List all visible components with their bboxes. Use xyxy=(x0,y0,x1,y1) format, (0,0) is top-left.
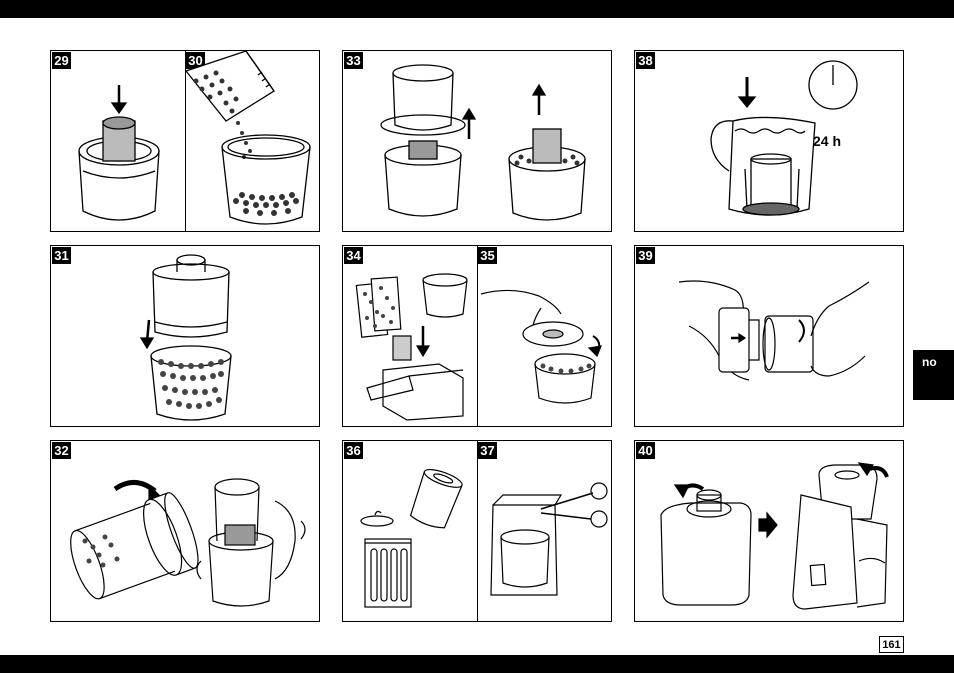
panel-step-39: 39 xyxy=(634,245,904,427)
illustration-reassemble-humidifier xyxy=(651,455,897,615)
language-code: no xyxy=(922,355,937,369)
illustration-lift-filter-housing xyxy=(373,59,603,227)
step-number-35: 35 xyxy=(478,247,497,264)
step-number-38: 38 xyxy=(636,52,655,69)
step-number-37: 37 xyxy=(478,442,497,459)
step-number-29: 29 xyxy=(52,52,71,69)
duration-label: 24 h xyxy=(813,133,841,149)
illustration-attach-cartridge-to-holder xyxy=(679,276,869,396)
clock-24h-label: 24 h xyxy=(813,133,853,149)
panel-steps-36-37: 36 37 xyxy=(342,440,612,622)
illustration-place-cartridge-on-granules xyxy=(131,250,241,426)
illustration-screw-cap-and-tap xyxy=(65,471,315,611)
panel-step-40: 40 xyxy=(634,440,904,622)
page-number: 161 xyxy=(879,636,904,653)
panel-step-38: 38 24 h xyxy=(634,50,904,232)
panel-divider xyxy=(477,441,478,621)
language-tab: no xyxy=(913,350,954,400)
illustration-dispose-parts xyxy=(353,270,477,420)
illustration-insert-cartridge xyxy=(73,81,163,226)
step-number-33: 33 xyxy=(344,52,363,69)
illustration-soak-in-water-jug xyxy=(705,59,895,227)
step-number-31: 31 xyxy=(52,247,71,264)
panel-step-33: 33 xyxy=(342,50,612,232)
illustration-cut-package-open xyxy=(483,485,609,597)
top-black-bar xyxy=(0,0,954,18)
bottom-black-bar xyxy=(0,655,954,673)
step-number-36: 36 xyxy=(344,442,363,459)
illustration-pour-granules xyxy=(186,51,320,231)
panel-step-31: 31 xyxy=(50,245,320,427)
step-number-39: 39 xyxy=(636,247,655,264)
panel-steps-29-30: 29 30 xyxy=(50,50,320,232)
panel-steps-34-35: 34 35 xyxy=(342,245,612,427)
step-number-32: 32 xyxy=(52,442,71,459)
illustration-new-cartridge-parts xyxy=(355,471,475,611)
illustration-cap-cartridge xyxy=(481,286,611,412)
panel-divider xyxy=(477,246,478,426)
panel-step-32: 32 xyxy=(50,440,320,622)
step-number-34: 34 xyxy=(344,247,363,264)
